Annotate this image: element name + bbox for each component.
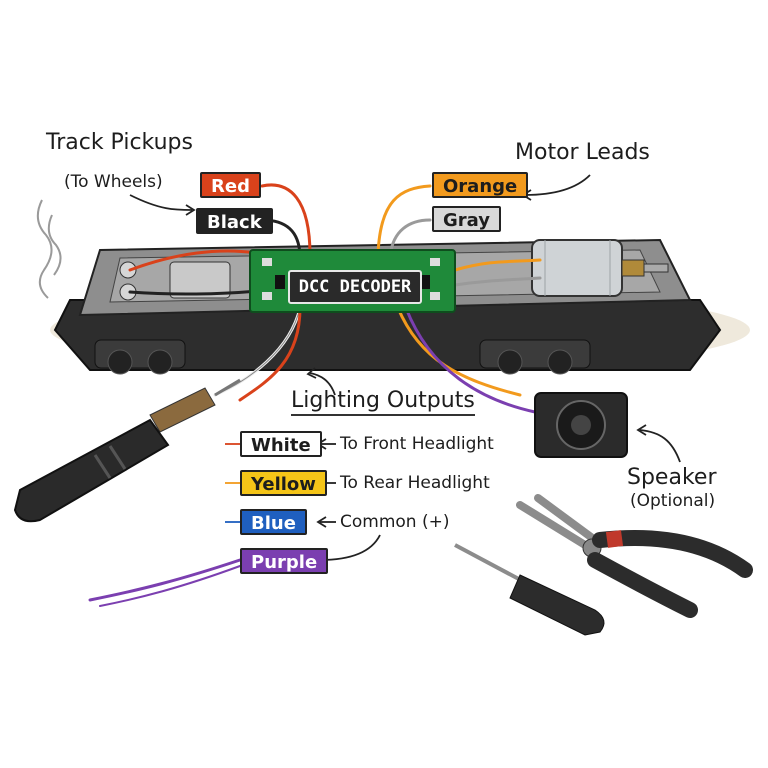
tag-purple: Purple xyxy=(240,548,329,574)
motor-leads-heading: Motor Leads xyxy=(515,140,650,165)
pliers-icon xyxy=(516,494,753,618)
wire-purple-bottom xyxy=(88,558,242,602)
wire-gray-motor xyxy=(453,276,542,287)
note-white: To Front Headlight xyxy=(340,434,494,454)
note-blue: Common (+) xyxy=(340,512,450,532)
tag-red: Red xyxy=(200,172,261,198)
smoke-icon xyxy=(36,199,62,299)
dcc-decoder-label: DCC DECODER xyxy=(288,270,422,304)
screwdriver-icon xyxy=(454,543,605,636)
motor-icon xyxy=(531,239,669,297)
tag-white: White xyxy=(240,431,322,457)
wire-orange-top xyxy=(376,184,432,257)
lighting-outputs-heading: Lighting Outputs xyxy=(291,388,475,416)
tag-yellow: Yellow xyxy=(240,470,327,496)
wire-purple-bottom2 xyxy=(99,565,241,607)
tag-black: Black xyxy=(196,208,273,234)
speaker-heading: Speaker xyxy=(627,465,717,490)
soldering-iron-icon xyxy=(13,378,241,523)
track-pickups-subheading: (To Wheels) xyxy=(64,172,163,192)
wire-red-top xyxy=(260,183,312,257)
wire-orange-motor xyxy=(453,258,542,272)
tag-gray: Gray xyxy=(432,206,501,232)
wire-purple-down xyxy=(404,306,537,414)
note-yellow: To Rear Headlight xyxy=(340,473,490,493)
tag-orange: Orange xyxy=(432,172,529,198)
tag-blue: Blue xyxy=(240,509,307,535)
speaker-subheading: (Optional) xyxy=(630,491,716,511)
track-pickups-heading: Track Pickups xyxy=(46,130,193,155)
speaker-icon xyxy=(534,392,628,458)
wire-red-down xyxy=(238,306,302,402)
